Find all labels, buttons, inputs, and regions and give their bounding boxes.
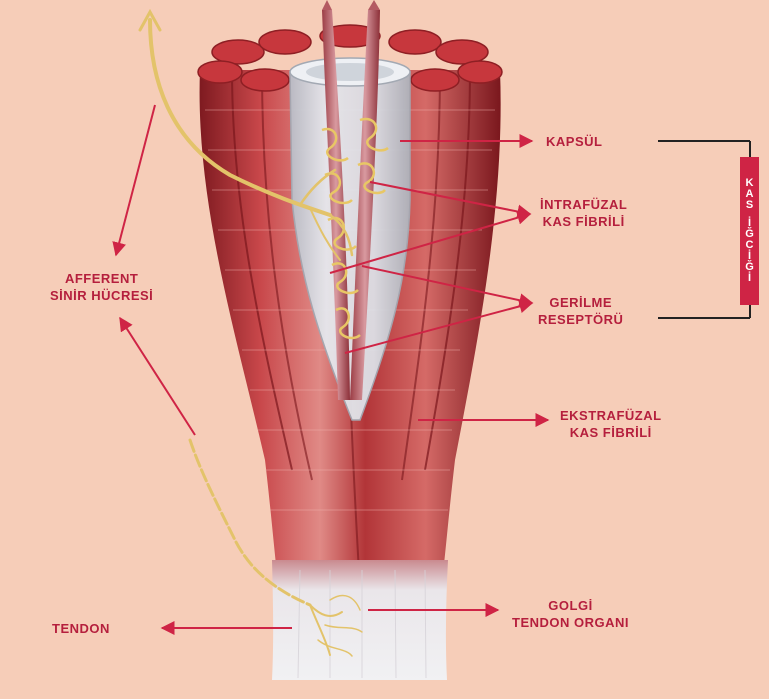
label-afferent-sinir-hucresi: AFFERENT SİNİR HÜCRESİ	[50, 270, 153, 304]
label-kapsul: KAPSÜL	[546, 133, 602, 150]
label-kas-igcigi: K A S İ Ğ C İ Ğ İ	[740, 157, 759, 305]
label-intrafuzal-kas-fibrili: İNTRAFÜZAL KAS FİBRİLİ	[540, 196, 627, 230]
label-gerilme-reseptoru: GERİLME RESEPTÖRÜ	[538, 294, 623, 328]
label-tendon: TENDON	[52, 620, 110, 637]
muscle-spindle-bracket	[658, 141, 750, 318]
label-ekstrafuzal-kas-fibrili: EKSTRAFÜZAL KAS FİBRİLİ	[560, 407, 662, 441]
label-golgi-tendon-organi: GOLGİ TENDON ORGANI	[512, 597, 629, 631]
